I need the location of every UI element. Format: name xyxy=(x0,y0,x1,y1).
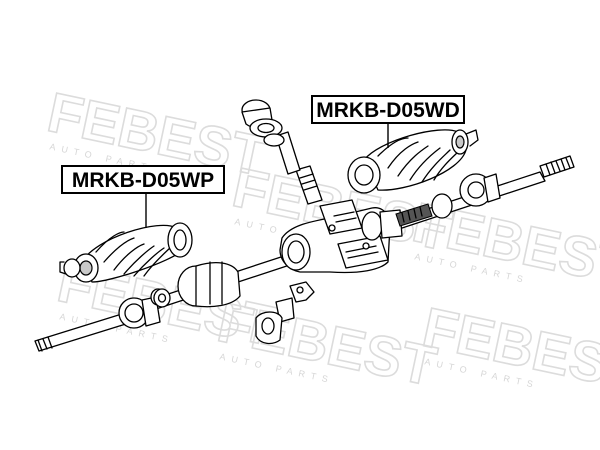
right-rack-boot xyxy=(347,129,479,194)
right-inner-joint xyxy=(395,173,501,227)
rack-housing xyxy=(279,199,403,274)
part-label-right: MRKB-D05WD xyxy=(311,95,465,124)
part-number-left: MRKB-D05WP xyxy=(72,169,214,192)
left-rack-boot xyxy=(59,222,193,283)
mount-bracket xyxy=(255,281,315,345)
left-tie-rod xyxy=(34,288,167,352)
part-number-right: MRKB-D05WD xyxy=(316,99,460,122)
part-label-left: MRKB-D05WP xyxy=(61,165,225,194)
watermark-brand: FEBEST xyxy=(418,295,600,403)
washer xyxy=(153,288,171,308)
right-thread xyxy=(539,155,575,178)
pinion-seal xyxy=(241,99,285,147)
mount-bushing-left xyxy=(177,261,241,308)
